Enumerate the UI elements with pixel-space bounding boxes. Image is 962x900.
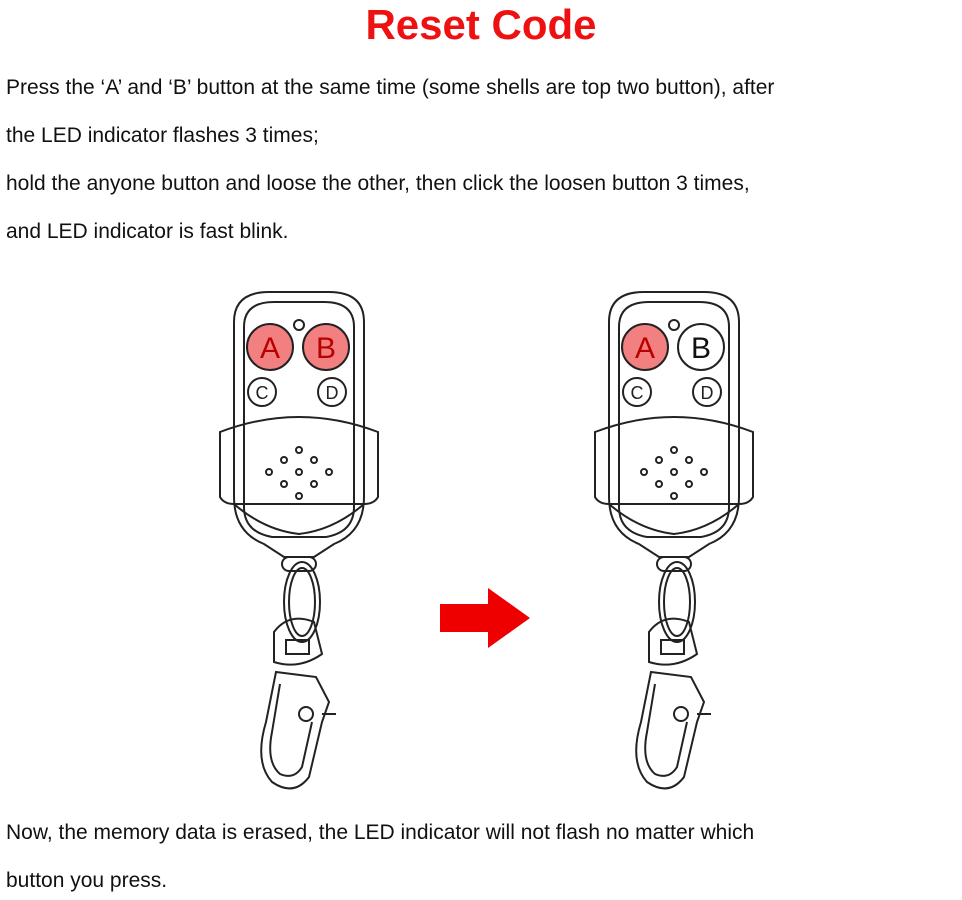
footer-line-2: button you press.: [6, 869, 168, 892]
button-c-label: C: [631, 383, 644, 403]
button-c-label: C: [256, 383, 269, 403]
page-title: Reset Code: [365, 1, 597, 48]
instruction-line-2: the LED indicator flashes 3 times;: [6, 124, 319, 147]
right-arrow-icon: [440, 588, 530, 648]
button-d-label: D: [326, 383, 339, 403]
button-b-label: B: [316, 332, 336, 365]
button-b-label: B: [691, 332, 711, 365]
footer-line-1: Now, the memory data is erased, the LED …: [6, 821, 755, 844]
button-a-label: A: [635, 332, 655, 365]
button-a-label: A: [260, 332, 280, 365]
instruction-line-3: hold the anyone button and loose the oth…: [6, 172, 750, 195]
remote-before-illustration: A B C D: [219, 291, 379, 790]
remote-after-illustration: A B C D: [594, 291, 754, 790]
button-d-label: D: [701, 383, 714, 403]
instruction-line-1: Press the ‘A’ and ‘B’ button at the same…: [6, 76, 775, 99]
instruction-line-4: and LED indicator is fast blink.: [6, 220, 289, 243]
